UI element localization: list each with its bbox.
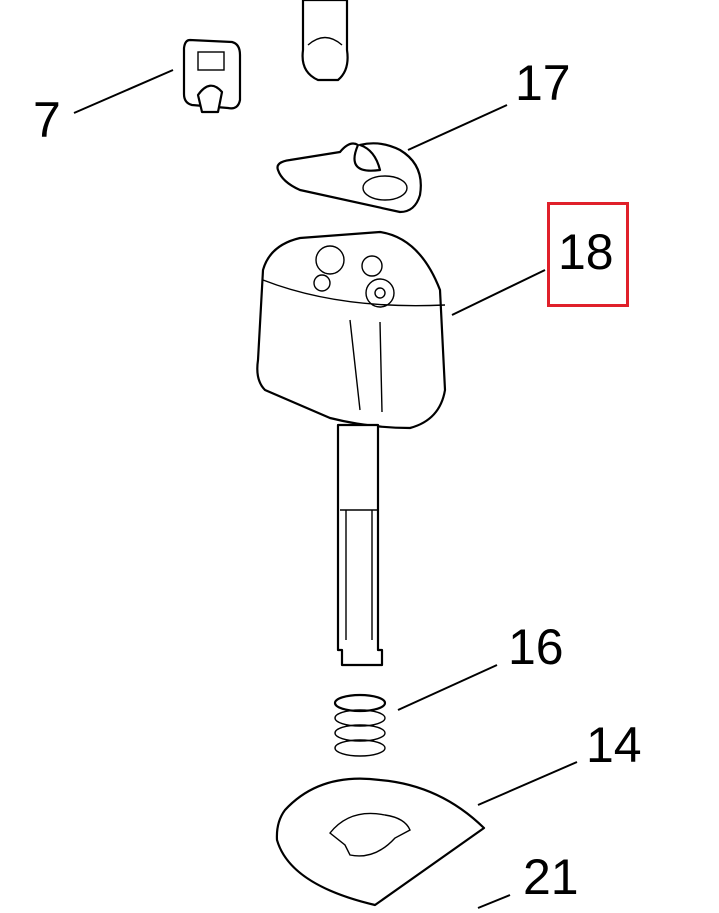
callout-18-highlight [547,202,629,307]
top-shaft-part [301,0,349,82]
part-16-spring [333,693,387,757]
part-7-key [182,38,242,114]
callout-21: 21 [523,849,579,905]
callout-17: 17 [515,55,571,111]
part-14-base-plate [275,777,486,907]
callout-16: 16 [508,619,564,675]
callout-18: 18 [558,224,614,280]
callout-14: 14 [586,717,642,773]
shaft [336,423,384,667]
part-17-plate [276,142,422,214]
callout-7: 7 [33,92,61,148]
part-18-knob [256,230,447,430]
